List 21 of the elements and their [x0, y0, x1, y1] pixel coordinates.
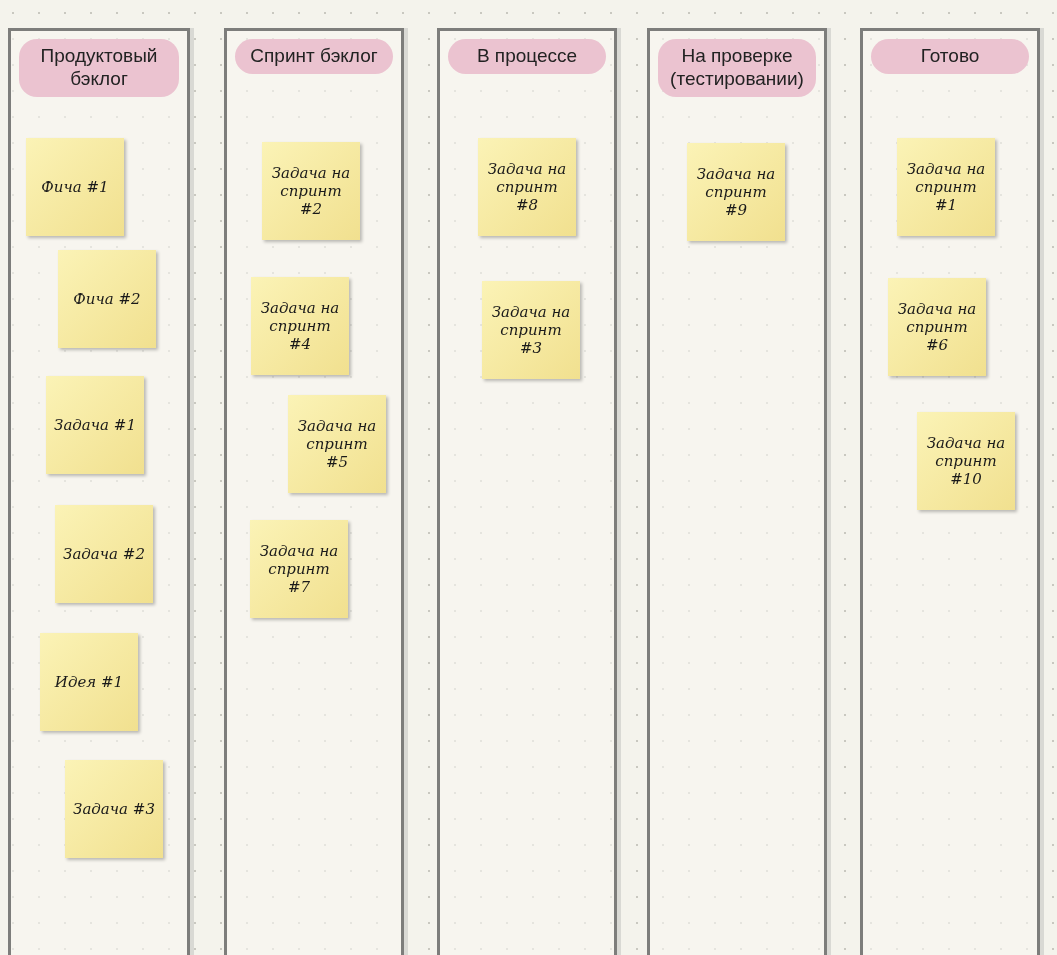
column-heading: В процессе	[448, 39, 606, 74]
sticky-note: Фича #2	[58, 250, 156, 348]
sticky-note: Задача на спринт #7	[250, 520, 348, 618]
sticky-note: Задача на спринт #9	[687, 143, 785, 241]
sticky-note: Задача на спринт #8	[478, 138, 576, 236]
sticky-note: Идея #1	[40, 633, 138, 731]
sticky-note: Задача на спринт #5	[288, 395, 386, 493]
column-heading: На проверке (тестировании)	[658, 39, 816, 97]
sticky-note: Задача на спринт #2	[262, 142, 360, 240]
sticky-note: Задача на спринт #10	[917, 412, 1015, 510]
sticky-note: Задача #1	[46, 376, 144, 474]
sticky-note: Фича #1	[26, 138, 124, 236]
column-heading: Готово	[871, 39, 1029, 74]
sticky-note: Задача #2	[55, 505, 153, 603]
column-heading: Продуктовый бэклог	[19, 39, 179, 97]
column-heading: Спринт бэклог	[235, 39, 393, 74]
sticky-note: Задача на спринт #3	[482, 281, 580, 379]
sticky-note: Задача на спринт #6	[888, 278, 986, 376]
sticky-note: Задача #3	[65, 760, 163, 858]
sticky-note: Задача на спринт #4	[251, 277, 349, 375]
sticky-note: Задача на спринт #1	[897, 138, 995, 236]
